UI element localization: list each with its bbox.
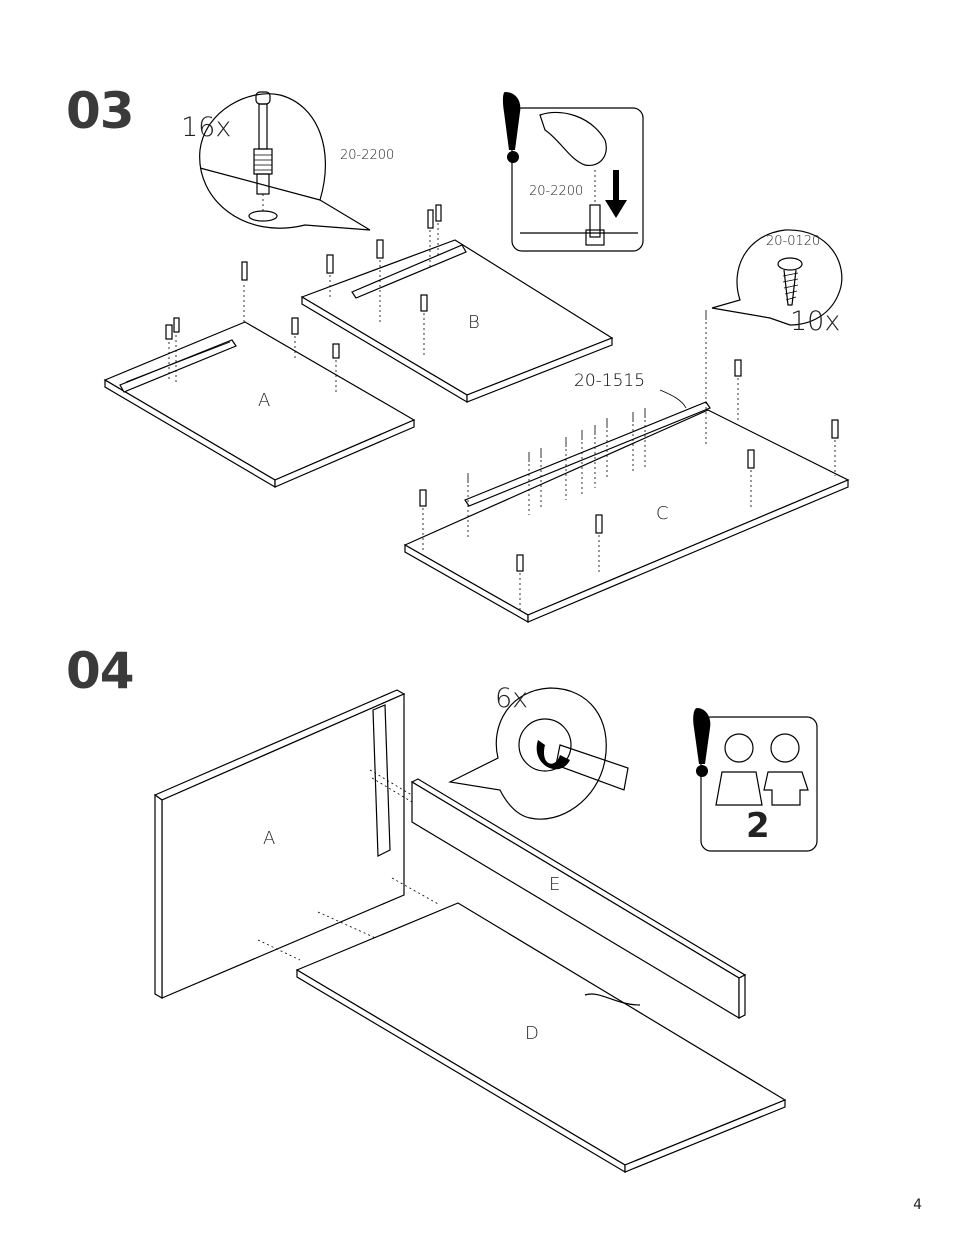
cam-zoom-bubble xyxy=(448,687,629,820)
rail-code-label: 20-1515 xyxy=(574,371,646,391)
panel-c-step3 xyxy=(403,389,850,624)
dowel-quantity-label: 16x xyxy=(181,112,232,143)
panel-e-step4 xyxy=(410,778,747,1020)
panel-b-step3 xyxy=(300,239,614,404)
warning-code-label: 20-2200 xyxy=(529,184,584,199)
part-a-label-step3: A xyxy=(258,390,271,411)
part-b-label-step3: B xyxy=(468,312,480,333)
two-person-box xyxy=(693,708,818,852)
part-d-label-step4: D xyxy=(525,1023,539,1044)
persons-count-label: 2 xyxy=(746,806,770,846)
part-e-label-step4: E xyxy=(549,874,561,895)
cam-quantity-label: 6x xyxy=(495,683,529,714)
screws-step3 xyxy=(467,310,707,540)
screw-quantity-label: 10x xyxy=(790,306,841,337)
part-c-label-step3: C xyxy=(656,503,669,524)
panel-d-step4 xyxy=(295,902,787,1174)
screw-code-label: 20-0120 xyxy=(766,234,821,249)
panel-a-step3 xyxy=(103,321,416,489)
screw-zoom-bubble xyxy=(711,229,843,326)
step-04-number: 04 xyxy=(66,642,135,700)
warning-box xyxy=(502,92,644,252)
panel-a-step4 xyxy=(153,689,441,1000)
part-a-label-step4: A xyxy=(263,828,276,849)
step-03-number: 03 xyxy=(66,82,135,140)
dowel-code-label: 20-2200 xyxy=(340,148,395,163)
dowel-zoom-bubble xyxy=(199,91,371,231)
dowels-step3 xyxy=(165,204,839,610)
page-number: 4 xyxy=(913,1197,922,1213)
